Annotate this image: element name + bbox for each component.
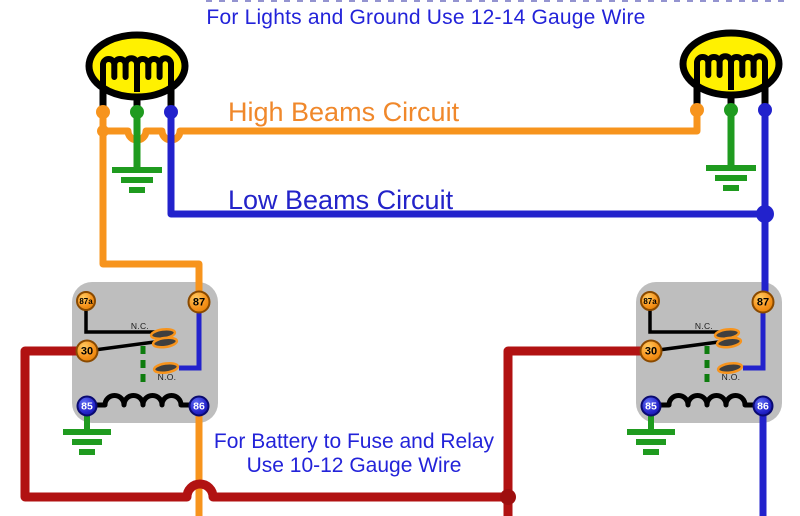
gauge-note-battery-line1: For Battery to Fuse and Relay [213,430,495,453]
junction-battery [500,489,516,505]
gauge-note-battery-line2: Use 10-12 Gauge Wire [246,454,462,477]
relay-right-terminal-85: 85 [640,395,662,417]
relay-left-terminal-87a: 87a [76,291,96,311]
relay-left-no-label: N.O. [157,372,177,382]
relay-right-terminal-30: 30 [639,339,663,363]
relay-left-terminal-85: 85 [76,395,98,417]
relay-left-terminal-87: 87 [187,290,211,314]
high-beams-wire [99,106,701,516]
relay-left-nc-label: N.C. [130,321,150,331]
gauge-note-lights: For Lights and Ground Use 12-14 Gauge Wi… [206,6,646,29]
relay-right-no-label: N.O. [721,372,741,382]
battery-wire [20,346,656,516]
relay-right-nc-label: N.C. [694,321,714,331]
relay-right-terminal-86: 86 [752,395,774,417]
relay-left-terminal-30: 30 [75,339,99,363]
junction-low-beams [756,205,774,223]
gauge-note-battery: For Battery to Fuse and Relay Use 10-12 … [214,430,494,478]
low-beams-circuit-label: Low Beams Circuit [228,185,454,215]
relay-left-terminal-86: 86 [188,395,210,417]
cropped-text-artifact [206,0,790,2]
relay-right-terminal-87: 87 [751,290,775,314]
relay-right-terminal-87a: 87a [640,291,660,311]
high-beams-circuit-label: High Beams Circuit [228,97,460,127]
junction-high-beams [97,125,109,137]
